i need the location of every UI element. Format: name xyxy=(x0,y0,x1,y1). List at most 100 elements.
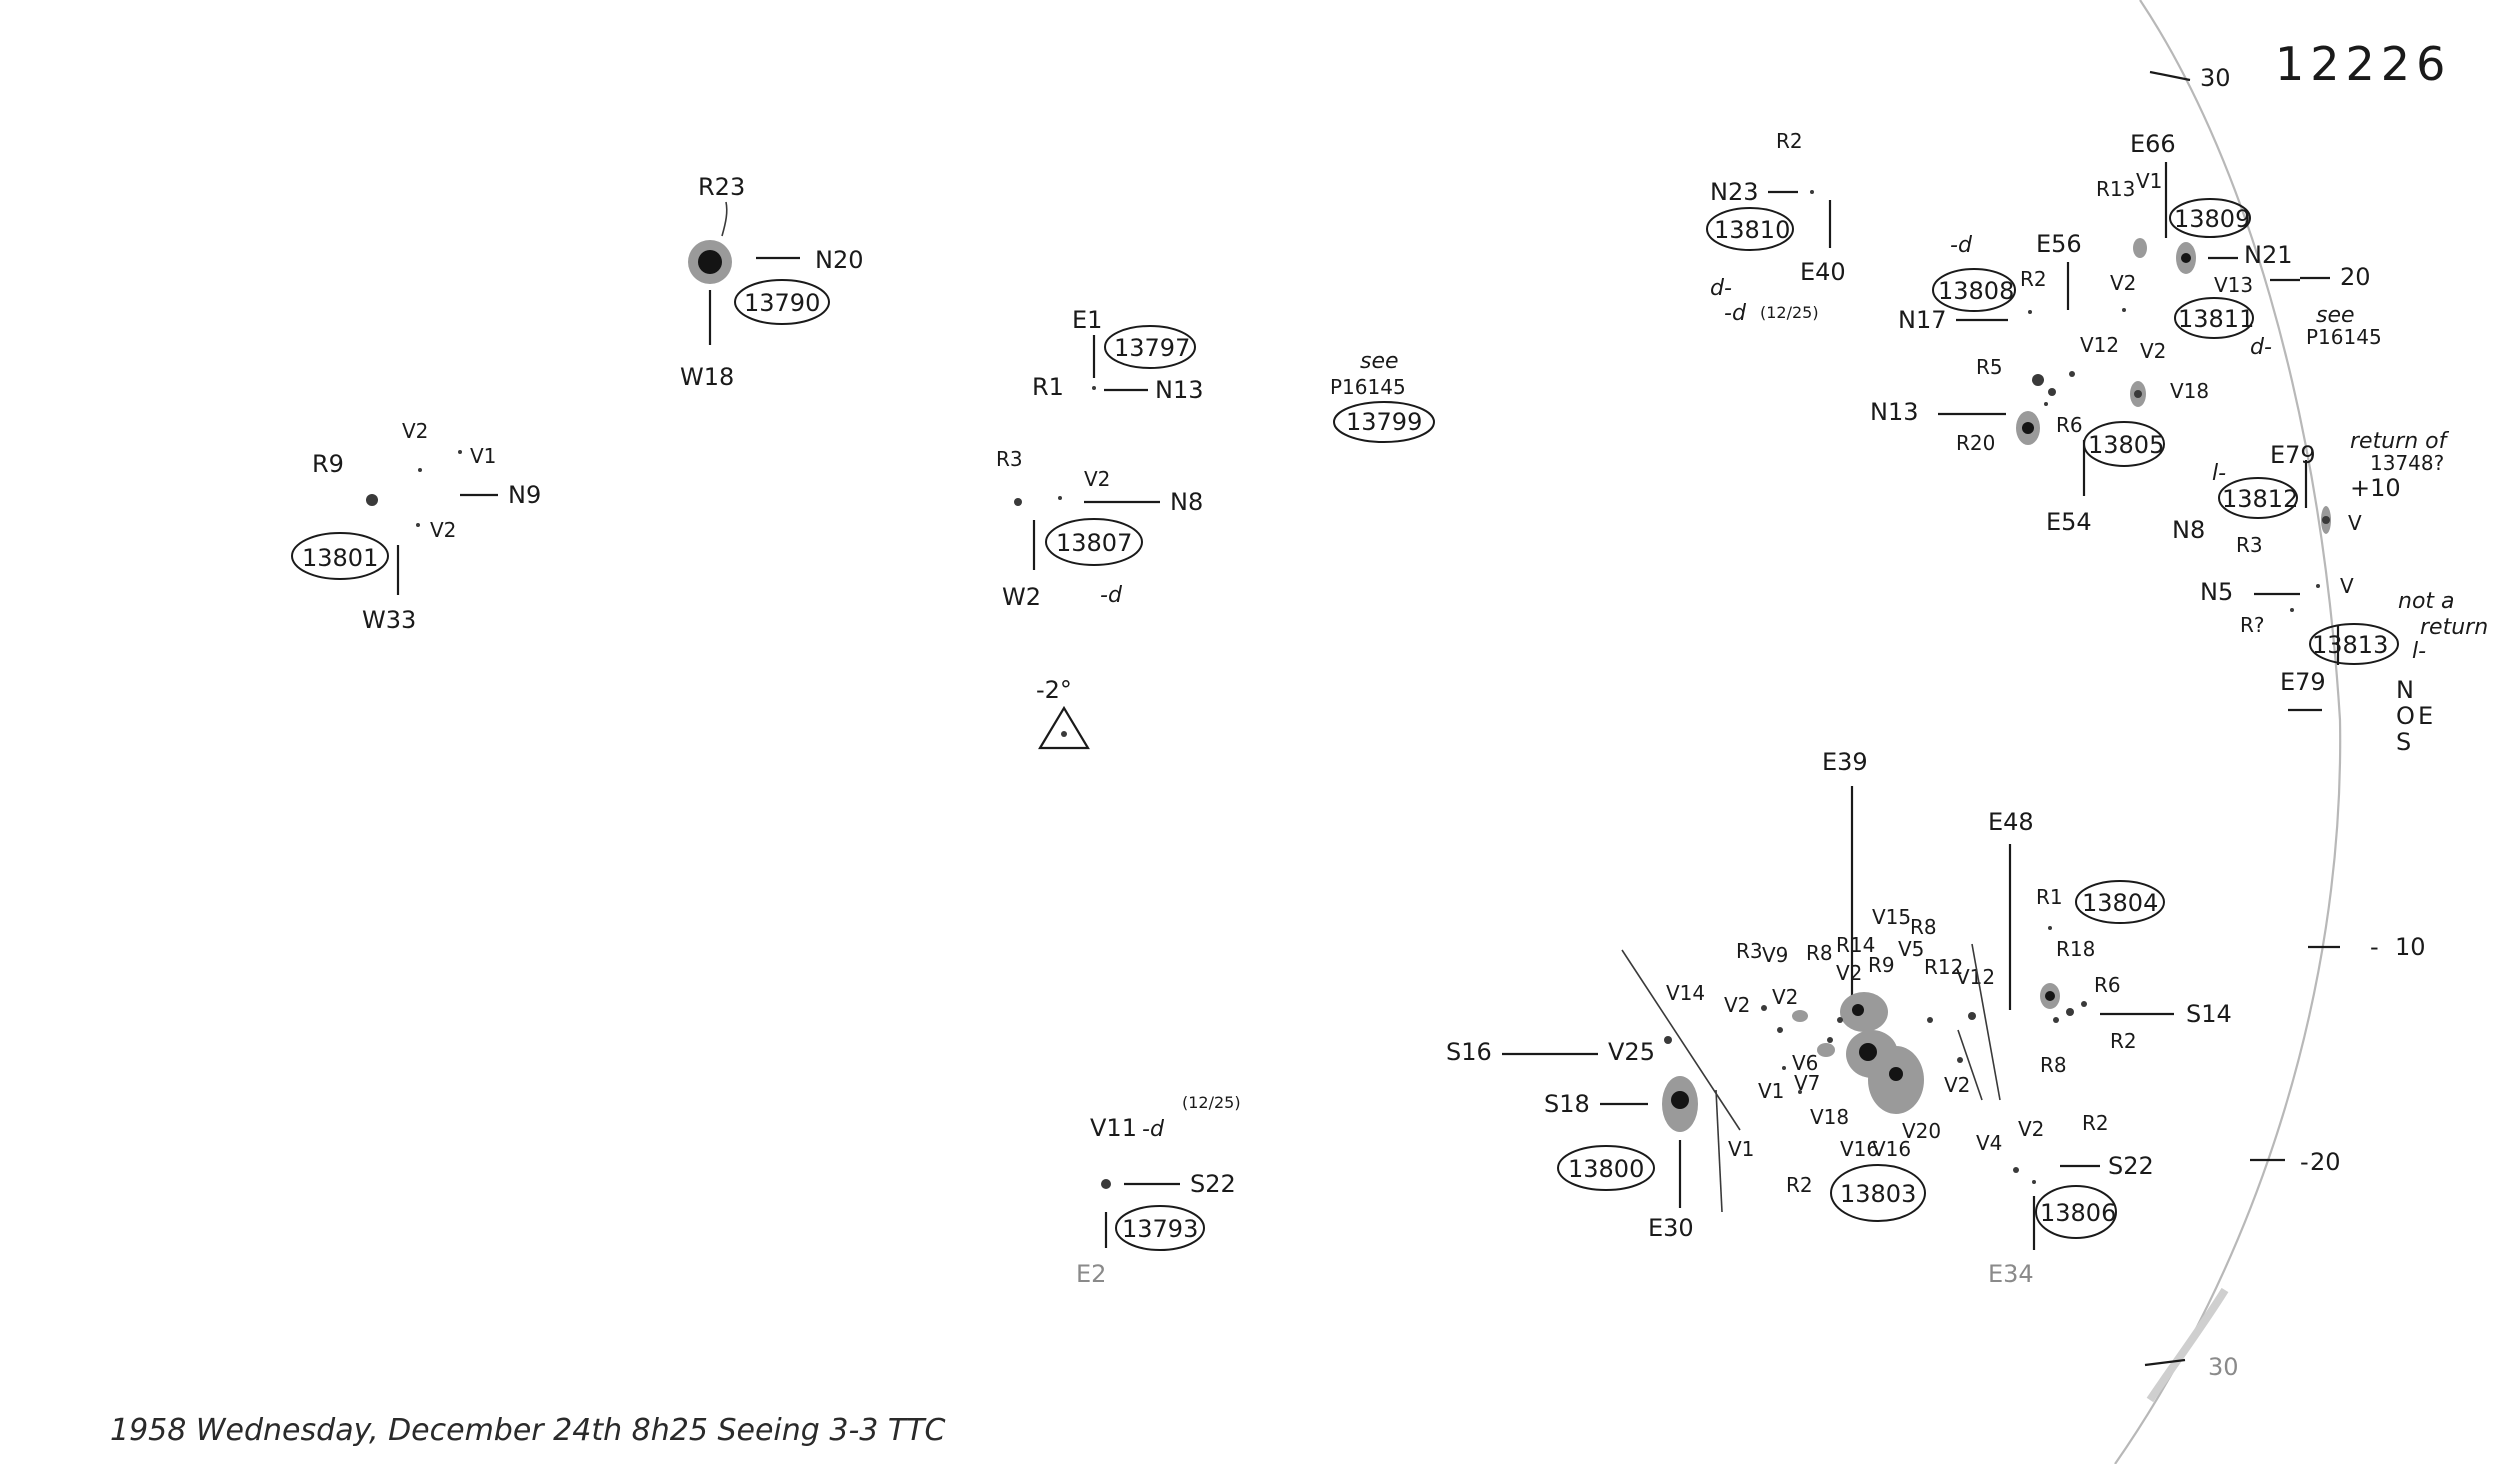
spot-group-13812: E79 l- N8 R3 V 13812 +10 return of 13748… xyxy=(2172,429,2450,557)
solar-limb-arc xyxy=(2114,0,2342,1464)
label-rotation: R9 xyxy=(312,450,344,478)
label-v9: V9 xyxy=(1762,943,1788,967)
label-v1: V4 xyxy=(1976,1131,2002,1155)
label-v2: V14 xyxy=(1666,981,1705,1005)
group-number: 13790 xyxy=(744,289,820,317)
label-v6: V6 xyxy=(1792,1051,1818,1075)
label-see: see xyxy=(2316,303,2355,328)
label-remark2: return xyxy=(2420,615,2488,640)
label-v7: V7 xyxy=(1794,1071,1820,1095)
label-ew: E56 xyxy=(2036,230,2082,258)
spot-group-13807: R3 V2 N8 W2 -d 13807 xyxy=(996,447,1203,611)
label-v2b: V2 xyxy=(1772,985,1798,1009)
label-ns: S22 xyxy=(1190,1170,1236,1198)
plate-number: 12226 xyxy=(2275,37,2451,91)
label-rotation: R2 xyxy=(2020,267,2047,291)
group-number: 13801 xyxy=(302,544,378,572)
label-v2: V2 xyxy=(2018,1117,2044,1141)
label-v1: V11 xyxy=(1090,1114,1137,1142)
scale-label-20-bottom: - xyxy=(2300,1148,2309,1176)
label-note: see xyxy=(1360,349,1399,374)
solar-limb-pencil-shading xyxy=(2146,1287,2229,1403)
label-note: l- xyxy=(2212,461,2226,486)
group-number: 13799 xyxy=(1346,408,1422,436)
orientation-east: E xyxy=(2418,702,2433,730)
label-r2: R18 xyxy=(2056,937,2095,961)
label-v1: V25 xyxy=(1608,1038,1655,1066)
label-r3: R3 xyxy=(1736,939,1763,963)
svg-text:-2°: -2° xyxy=(1036,676,1072,704)
spot-group-13804: E48 R1 R18 R6 R8 R2 V12 S14 13804 xyxy=(1956,808,2232,1077)
label-note1: d- xyxy=(1710,276,1732,301)
label-r5: R2 xyxy=(2110,1029,2137,1053)
label-r4: R8 xyxy=(2040,1053,2067,1077)
label-v1: V12 xyxy=(2080,333,2119,357)
label-ew: E30 xyxy=(1648,1214,1694,1242)
scale-label-20-top: 20 xyxy=(2340,263,2371,291)
label-ns: N13 xyxy=(1870,398,1919,426)
label-rotation: R13 xyxy=(2096,177,2135,201)
label-rotation: R1 xyxy=(2036,885,2063,909)
group-number: 13804 xyxy=(2082,889,2158,917)
label-rotation: R2 xyxy=(1776,129,1803,153)
handwritten-footer: 1958 Wednesday, December 24th 8h25 Seein… xyxy=(110,1413,946,1448)
label-ns: S14 xyxy=(2186,1000,2232,1028)
label-rotation: R? xyxy=(2240,613,2265,637)
spot-group-13813: N5 V R? 13813 l- E79 not a return xyxy=(2200,574,2488,696)
label-remark: return of xyxy=(2350,429,2450,454)
label-r8b: R8 xyxy=(1910,915,1937,939)
spot-group-13800: S16 V25 S18 V14 V1 V1 E30 13800 xyxy=(1446,949,1784,1242)
label-rotation: R3 xyxy=(2236,533,2263,557)
label-ns: N9 xyxy=(508,481,541,509)
spot-group-13805: R5 R20 R6 V12 V2 V18 N13 E54 13805 xyxy=(1870,333,2209,536)
label-v1: V2 xyxy=(2110,271,2136,295)
label-r2: R5 xyxy=(1976,355,2003,379)
label-r12: R12 xyxy=(1924,955,1963,979)
spot-group-13809: E66 R13 V1 N21 V13 13809 xyxy=(2096,130,2293,297)
spot-group-13803: E39 R3 V2 V9 V2 R8 R14 V2 R9 V15 V5 R8 R… xyxy=(1724,748,2001,1222)
label-ref: 13748? xyxy=(2370,451,2444,475)
spot-group-13793: V11 -d (12/25) S22 E2 13793 xyxy=(1076,1093,1241,1288)
label-ns: N21 xyxy=(2244,241,2293,269)
label-v2c: V2 xyxy=(1836,961,1862,985)
group-number: 13805 xyxy=(2088,431,2164,459)
spot-group-13810: R2 N23 E40 13810 d- -d (12/25) xyxy=(1706,129,1846,326)
label-ns: N17 xyxy=(1898,306,1947,334)
group-number: 13813 xyxy=(2312,631,2388,659)
group-number: 13807 xyxy=(1056,529,1132,557)
orientation-south: S xyxy=(2396,728,2411,756)
group-number: 13800 xyxy=(1568,1155,1644,1183)
label-r3: R6 xyxy=(2056,413,2083,437)
label-v1: V xyxy=(2340,574,2354,598)
group-number: 13809 xyxy=(2174,205,2250,233)
label-r14: R14 xyxy=(1836,933,1875,957)
label-v16: V16 xyxy=(1840,1137,1879,1161)
label-ew: E48 xyxy=(1988,808,2034,836)
spot-group-13799: see P16145 13799 xyxy=(1330,349,1435,443)
label-remark1: not a xyxy=(2398,589,2455,614)
label-ref: P16145 xyxy=(1330,375,1406,399)
label-note: l- xyxy=(2412,639,2426,664)
label-note: -d xyxy=(1142,1117,1165,1142)
label-v1: V2 xyxy=(402,419,428,443)
pole-angle-symbol: -2° xyxy=(1036,676,1090,750)
spot-group-13811: 13811 d- see P16145 xyxy=(2174,278,2382,360)
spot-group-13801: R9 V2 V1 V2 N9 W33 13801 xyxy=(291,419,541,634)
group-number: 13793 xyxy=(1122,1215,1198,1243)
spot-group-13797: E1 R1 N13 13797 xyxy=(1032,306,1204,404)
label-ns: S18 xyxy=(1544,1090,1590,1118)
group-number: 13797 xyxy=(1114,334,1190,362)
label-ew: W18 xyxy=(680,363,734,391)
label-v2: V2 xyxy=(1724,993,1750,1017)
label-date: (12/25) xyxy=(1182,1093,1241,1112)
label-ew: W2 xyxy=(1002,583,1041,611)
label-ns: N8 xyxy=(1170,488,1203,516)
group-number: 13803 xyxy=(1840,1180,1916,1208)
label-note: d- xyxy=(2250,335,2272,360)
label-rotation: R2 xyxy=(2082,1111,2109,1135)
label-ew: E39 xyxy=(1822,748,1868,776)
label-ns: N20 xyxy=(815,246,864,274)
label-ns: N5 xyxy=(2200,578,2233,606)
label-v1: V xyxy=(2348,511,2362,535)
